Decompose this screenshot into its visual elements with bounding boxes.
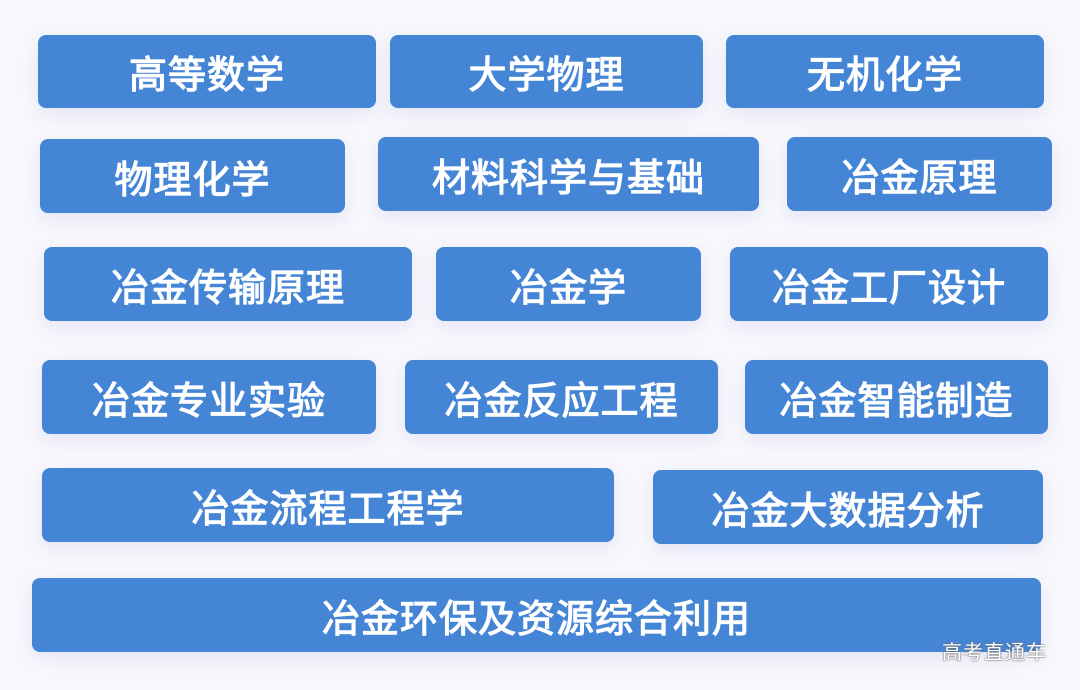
course-tile: 冶金流程工程学 — [42, 468, 614, 542]
course-tile: 冶金学 — [436, 247, 701, 321]
course-tile: 大学物理 — [390, 35, 703, 108]
course-tile: 材料科学与基础 — [378, 137, 759, 211]
course-tile: 物理化学 — [40, 139, 345, 213]
course-tile: 冶金工厂设计 — [730, 247, 1048, 321]
course-tile: 冶金原理 — [787, 137, 1052, 211]
course-tile: 高等数学 — [38, 35, 376, 108]
course-tile: 冶金专业实验 — [42, 360, 376, 434]
course-tile: 冶金传输原理 — [44, 247, 412, 321]
course-tile: 冶金环保及资源综合利用 — [32, 578, 1041, 652]
course-tile: 无机化学 — [726, 35, 1044, 108]
course-tile: 冶金反应工程 — [405, 360, 718, 434]
watermark: 高考直通车 — [942, 640, 1047, 664]
course-tile: 冶金大数据分析 — [653, 470, 1043, 544]
course-tile: 冶金智能制造 — [745, 360, 1048, 434]
